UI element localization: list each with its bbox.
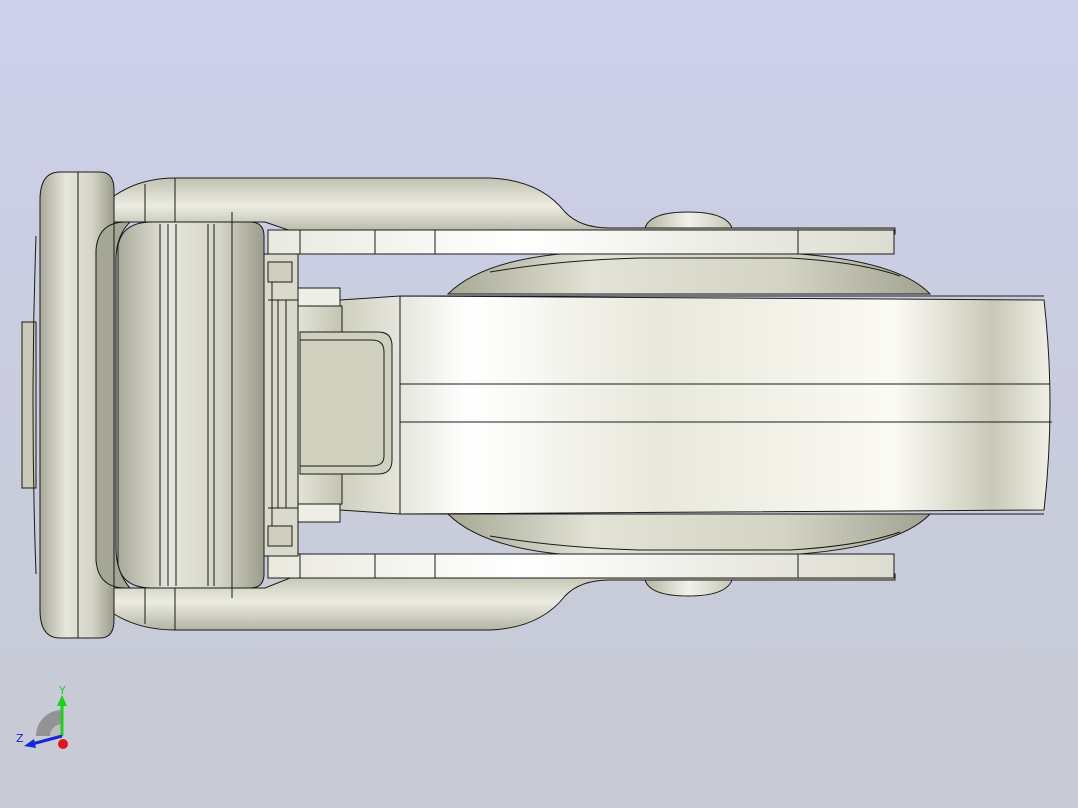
fork-horn-bottom: [113, 573, 896, 631]
top-bolt-head: [644, 211, 733, 229]
tire-top-bulge: [446, 253, 932, 295]
bottom-side-plate: [267, 553, 895, 579]
bearing-stack: [263, 253, 299, 557]
tire-bottom-bulge: [446, 513, 932, 555]
wheel-body: [339, 295, 1052, 515]
swivel-raceway: [95, 212, 265, 598]
y-axis-label: Y: [58, 684, 66, 697]
top-side-plate: [267, 229, 895, 255]
z-axis-arrow-icon: [24, 739, 36, 748]
z-axis-line: [31, 734, 63, 746]
y-axis-arrow-icon: [57, 695, 67, 706]
x-axis-dot-icon: [58, 739, 68, 749]
triad-inner-arc: [50, 724, 62, 736]
fork-horn-top: [113, 177, 896, 235]
z-axis-label: Z: [16, 732, 24, 745]
orientation-triad[interactable]: Y Z: [10, 684, 80, 754]
bottom-bolt-head: [644, 579, 733, 597]
